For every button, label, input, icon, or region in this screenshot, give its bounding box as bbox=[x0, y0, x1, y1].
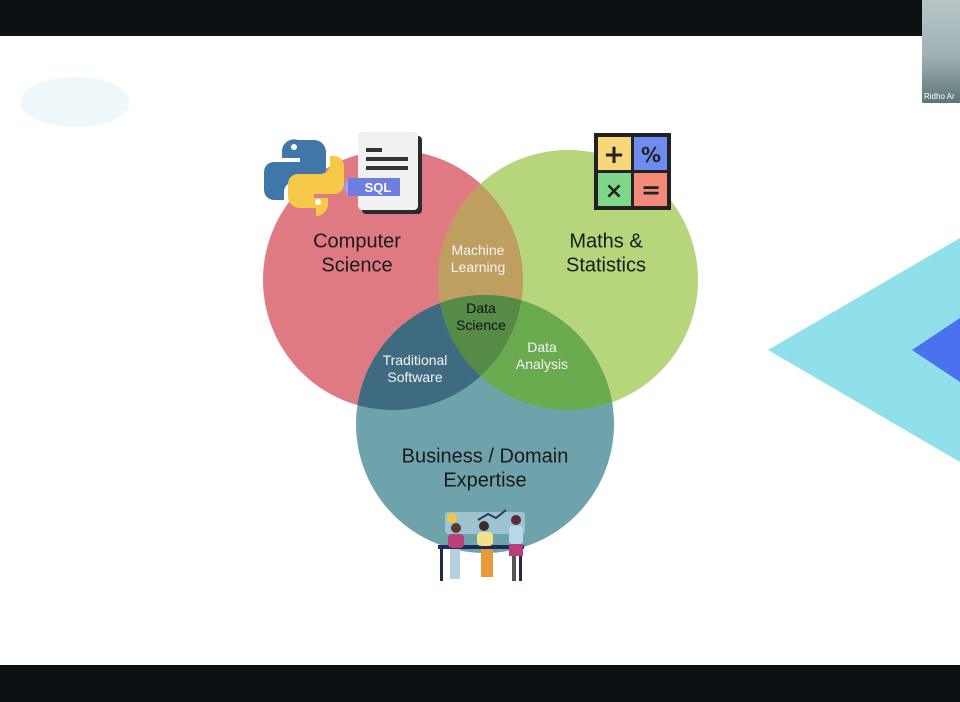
label-data-science: Data Science bbox=[456, 300, 506, 334]
svg-text:×: × bbox=[605, 179, 623, 204]
label-computer-science: Computer Science bbox=[313, 230, 401, 279]
decor-triangle-blue bbox=[912, 318, 960, 382]
decor-triangle-cyan bbox=[768, 238, 960, 462]
participant-name: Ridho Ar bbox=[924, 92, 955, 101]
label-line: Data bbox=[466, 299, 496, 316]
team-meeting-illustration bbox=[438, 509, 525, 581]
label-line: Traditional bbox=[382, 351, 448, 368]
calculator-operators-icon: + % × = bbox=[594, 133, 671, 210]
label-data-analysis: Data Analysis bbox=[516, 339, 568, 373]
label-line: Expertise bbox=[443, 470, 527, 492]
region-traditional-software bbox=[356, 295, 523, 410]
sql-badge: SQL bbox=[365, 180, 392, 195]
label-line: Data bbox=[527, 338, 557, 355]
label-line: Software bbox=[387, 369, 443, 385]
venn-diagram: SQL + % × = bbox=[20, 77, 960, 581]
label-line: Learning bbox=[450, 259, 506, 275]
label-line: Statistics bbox=[565, 255, 647, 277]
label-machine-learning: Machine Learning bbox=[451, 242, 506, 276]
python-icon bbox=[264, 139, 344, 216]
label-line: Science bbox=[456, 317, 506, 333]
label-line: Analysis bbox=[515, 356, 569, 372]
label-maths-statistics: Maths & Statistics bbox=[566, 230, 646, 279]
sql-document-icon: SQL bbox=[344, 132, 422, 214]
label-business-domain-expertise: Business / Domain Expertise bbox=[402, 445, 569, 494]
label-line: Machine bbox=[451, 241, 505, 258]
slide: SQL + % × = Comput bbox=[0, 36, 960, 665]
participant-video-thumbnail[interactable]: Ridho Ar bbox=[922, 0, 960, 103]
decor-blur bbox=[20, 77, 130, 127]
label-traditional-software: Traditional Software bbox=[383, 352, 448, 386]
label-line: Science bbox=[321, 255, 393, 277]
svg-text:%: % bbox=[641, 143, 661, 167]
region-data-analysis bbox=[438, 295, 614, 410]
svg-text:=: = bbox=[641, 176, 661, 204]
svg-text:+: + bbox=[603, 140, 625, 170]
label-line: Computer bbox=[313, 230, 401, 253]
label-line: Maths & bbox=[569, 230, 643, 253]
label-line: Business / Domain bbox=[401, 445, 569, 468]
